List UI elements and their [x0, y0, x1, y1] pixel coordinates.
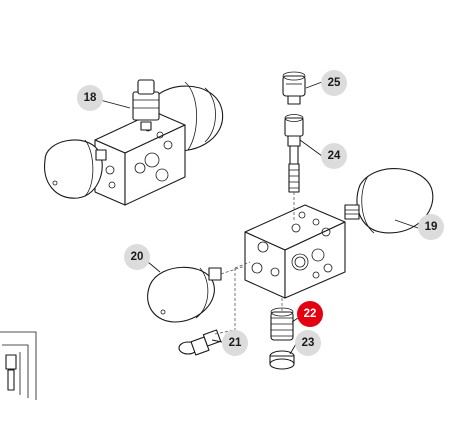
callout-circle-22	[297, 301, 323, 327]
callout-circle-19	[418, 214, 444, 240]
part-22-filter	[270, 307, 294, 341]
callout-circle-25	[321, 70, 347, 96]
callout-label-25: 25	[328, 77, 341, 89]
leader-lines	[99, 81, 419, 355]
callout-layer: 18 19 20 21 22 23 24 25	[77, 70, 444, 356]
part-25-coil-nut	[282, 71, 306, 105]
callout-24: 24	[321, 143, 347, 169]
upper-cartridge-valve	[132, 79, 160, 131]
callout-circle-21	[222, 330, 248, 356]
callout-label-23: 23	[302, 337, 315, 349]
callout-25: 25	[321, 70, 347, 96]
upper-left-accumulator	[44, 139, 107, 199]
assembly-guide-lines	[214, 192, 295, 335]
callout-circle-24	[321, 143, 347, 169]
callout-label-19: 19	[425, 221, 438, 233]
callout-label-21: 21	[229, 337, 242, 349]
callout-label-22: 22	[304, 308, 317, 320]
callout-label-20: 20	[131, 251, 144, 263]
callout-circle-18	[77, 85, 103, 111]
part-24-cartridge	[284, 114, 304, 193]
callout-23: 23	[295, 330, 321, 356]
callout-22: 22	[297, 301, 323, 327]
part-20-accumulator	[147, 266, 222, 323]
callout-label-18: 18	[84, 92, 97, 104]
inset-detail-fragment	[0, 331, 37, 400]
callout-18: 18	[77, 85, 103, 111]
part-23-cap	[269, 350, 295, 370]
callout-circle-23	[295, 330, 321, 356]
upper-valve-block	[94, 111, 186, 206]
callout-20: 20	[124, 244, 150, 270]
lower-valve-block	[244, 204, 346, 299]
callout-label-24: 24	[328, 150, 341, 162]
callout-19: 19	[418, 214, 444, 240]
part-21-plug	[178, 329, 222, 356]
callout-circle-20	[124, 244, 150, 270]
upper-valve-assembly	[44, 79, 224, 206]
callout-21: 21	[222, 330, 248, 356]
